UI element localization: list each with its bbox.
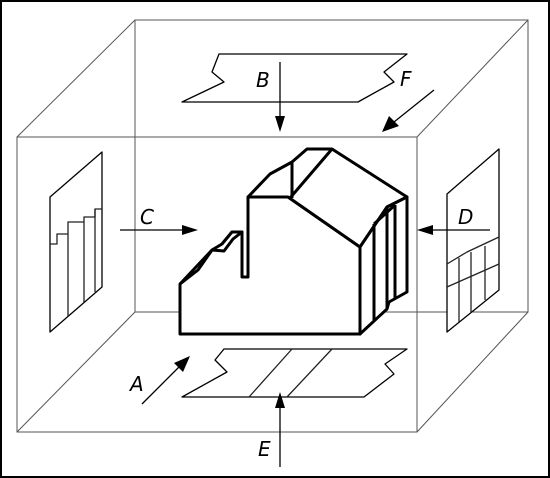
left-projection-plane xyxy=(49,151,103,333)
top-projection-plane xyxy=(181,53,408,103)
label-a: A xyxy=(128,372,144,396)
arrow-c xyxy=(120,225,198,235)
label-e: E xyxy=(258,437,271,461)
label-c: C xyxy=(140,205,154,229)
arrow-b xyxy=(275,62,285,132)
arrow-f xyxy=(382,89,435,132)
right-projection-plane xyxy=(446,148,500,333)
glass-box-depth-edges xyxy=(16,19,529,433)
arrow-a xyxy=(141,356,190,405)
bottom-projection-plane xyxy=(181,348,408,398)
arrow-d xyxy=(417,225,490,235)
label-b: B xyxy=(256,68,270,92)
glass-box-front-face xyxy=(16,136,418,433)
arrow-e xyxy=(275,392,285,467)
label-d: D xyxy=(458,205,473,229)
object-isometric xyxy=(178,147,409,336)
label-f: F xyxy=(400,67,412,91)
